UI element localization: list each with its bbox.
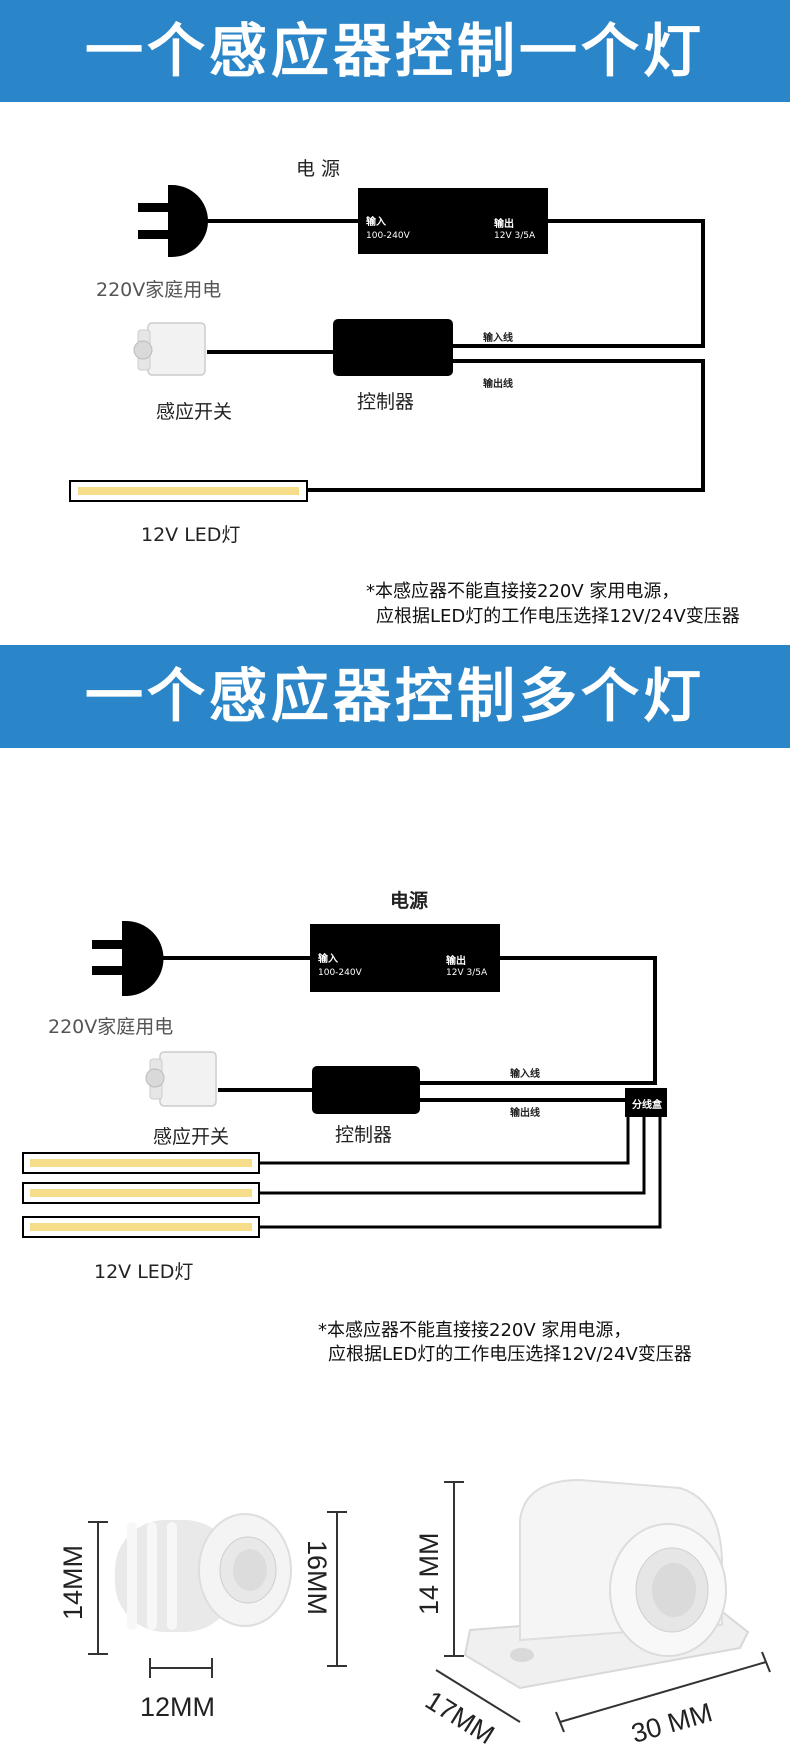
section2-title-banner: 一个感应器控制多个灯 bbox=[0, 645, 790, 748]
sensor-label: 感应开关 bbox=[153, 1126, 230, 1148]
output-wire-label: 输出线 bbox=[483, 379, 513, 390]
plug-icon bbox=[92, 921, 164, 996]
power-in-value: 100-240V bbox=[366, 231, 410, 241]
led-label: 12V LED灯 bbox=[141, 524, 241, 546]
controller-label: 控制器 bbox=[335, 1124, 393, 1146]
note-line2: 应根据LED灯的工作电压选择12V/24V变压器 bbox=[376, 606, 740, 627]
power-supply-box bbox=[358, 188, 548, 254]
mains-label: 220V家庭用电 bbox=[48, 1016, 174, 1038]
section1-wiring-diagram bbox=[69, 185, 705, 502]
plug-icon bbox=[138, 185, 208, 257]
mains-label: 220V家庭用电 bbox=[96, 279, 222, 301]
power-in-label: 输入 bbox=[366, 217, 386, 228]
bracket-sensor-image bbox=[463, 1478, 750, 1690]
section2-wiring-diagram bbox=[22, 921, 667, 1238]
sensor-switch-icon bbox=[145, 1051, 217, 1107]
section2-title: 一个感应器控制多个灯 bbox=[84, 662, 705, 730]
led-label: 12V LED灯 bbox=[94, 1261, 194, 1283]
power-in-value: 100-240V bbox=[318, 968, 362, 978]
input-wire-label: 输入线 bbox=[483, 333, 513, 344]
controller-label: 控制器 bbox=[357, 391, 415, 413]
note-line1: *本感应器不能直接接220V 家用电源， bbox=[366, 581, 680, 602]
controller-box bbox=[333, 319, 453, 376]
led-strip bbox=[69, 480, 308, 502]
led-strip bbox=[22, 1216, 260, 1238]
power-out-value: 12V 3/5A bbox=[446, 968, 488, 978]
dimension-drawings bbox=[88, 1478, 771, 1733]
junction-box bbox=[625, 1088, 667, 1117]
section1-title: 一个感应器控制一个灯 bbox=[84, 17, 705, 85]
sensor-label: 感应开关 bbox=[156, 401, 233, 423]
power-label: 电 源 bbox=[296, 158, 341, 180]
power-out-label: 输出 bbox=[494, 219, 514, 230]
round-diameter-label: 16MM bbox=[302, 1540, 332, 1616]
input-wire-label: 输入线 bbox=[510, 1069, 540, 1080]
power-out-value: 12V 3/5A bbox=[494, 231, 536, 241]
power-label: 电源 bbox=[390, 890, 429, 912]
power-out-label: 输出 bbox=[446, 956, 466, 967]
note-line2: 应根据LED灯的工作电压选择12V/24V变压器 bbox=[328, 1344, 692, 1365]
note-line1: *本感应器不能直接接220V 家用电源， bbox=[318, 1320, 632, 1341]
junction-label: 分线盒 bbox=[632, 1100, 662, 1111]
output-wire-label: 输出线 bbox=[510, 1108, 540, 1119]
power-in-label: 输入 bbox=[318, 954, 338, 965]
led-strip bbox=[22, 1152, 260, 1174]
bracket-height-label: 14 MM bbox=[414, 1532, 444, 1615]
round-height-label: 14MM bbox=[58, 1544, 88, 1620]
round-sensor-image bbox=[115, 1513, 292, 1632]
round-width-label: 12MM bbox=[140, 1692, 216, 1722]
power-supply-box bbox=[310, 924, 500, 992]
controller-box bbox=[312, 1066, 420, 1114]
section1-title-banner: 一个感应器控制一个灯 bbox=[0, 0, 790, 102]
led-strip bbox=[22, 1182, 260, 1204]
sensor-switch-icon bbox=[133, 322, 206, 376]
